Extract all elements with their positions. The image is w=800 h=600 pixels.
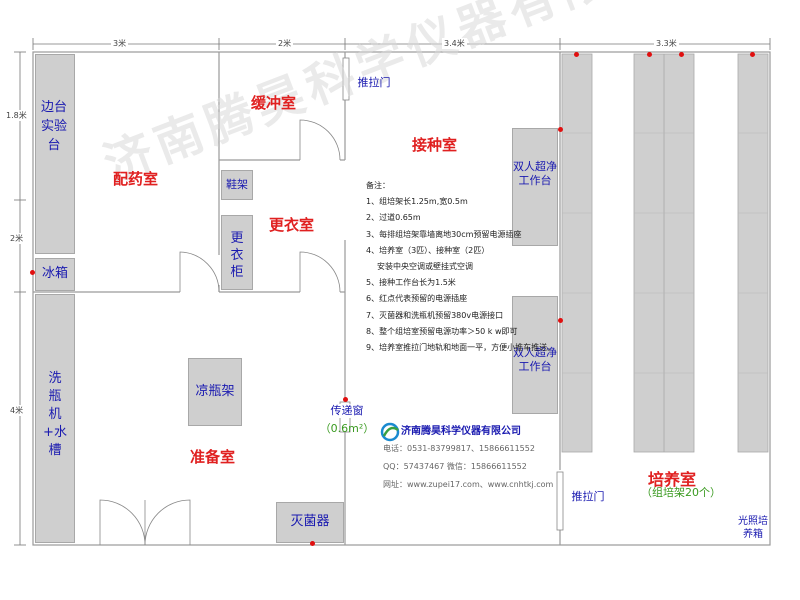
dim-left-2: 2米 (10, 233, 24, 244)
power-outlet-dot (679, 52, 684, 57)
company-web: 网址：www.zupei17.com、www.cnhtkj.com (383, 480, 554, 489)
notes: 备注： 1、组培架长1.25m,宽0.5m 2、过道0.65m 3、每排组培架靠… (366, 178, 566, 356)
note-item: 4、培养室（3匹）、接种室（2匹） (366, 245, 490, 255)
room-culture-sub: （组培架20个） (641, 486, 721, 499)
sterilizer-label: 灭菌器 (290, 514, 330, 529)
clean-bench-2 (512, 296, 558, 414)
shoe-rack (221, 170, 253, 200)
dim-top-3: 3.4米 (442, 38, 467, 49)
bench-label: 边台实验台 (40, 100, 67, 153)
note-item: 1、组培架长1.25m,宽0.5m (366, 197, 468, 207)
room-inoculation: 接种室 (412, 136, 458, 154)
bench (35, 54, 75, 254)
dim-left-1: 1.8米 (6, 110, 27, 121)
wardrobe-label: 更衣柜 (230, 231, 244, 280)
fridge (35, 258, 75, 291)
note-item: 7、灭菌器和洗瓶机预留380v电源接口 (366, 310, 504, 320)
power-outlet-dot (343, 397, 348, 402)
note-item: 5、接种工作台长为1.5米 (366, 278, 456, 288)
clean-bench-2-label: 双人超净工作台 (513, 346, 557, 373)
dim-top-2: 2米 (276, 38, 294, 49)
room-culture: 培养室 (648, 470, 697, 489)
company-qq: QQ：57437467 微信：15866611552 (383, 462, 527, 471)
power-outlet-dot (558, 127, 563, 132)
washer-label: 洗瓶机+水槽 (43, 371, 67, 458)
pass-box-label: 传递窗 (322, 404, 372, 418)
pass-box-size: （0.6m²） (319, 422, 375, 435)
fridge-label: 冰箱 (41, 266, 68, 281)
sterilizer (276, 502, 344, 543)
note-item: 安装中央空调或壁挂式空调 (377, 262, 473, 272)
washer (35, 294, 75, 543)
room-prep: 准备室 (190, 448, 236, 466)
room-pharmacy: 配药室 (113, 170, 159, 188)
power-outlet-dot (30, 270, 35, 275)
power-outlet-dot (750, 52, 755, 57)
company-info: 济南腾昊科学仪器有限公司 电话：0531-83799817、1586661155… (381, 424, 581, 494)
company-name: 济南腾昊科学仪器有限公司 (401, 426, 521, 437)
sliding-door-1-label: 推拉门 (357, 76, 391, 89)
drying-rack (188, 358, 242, 426)
dim-top-1: 3米 (111, 38, 129, 49)
sliding-door-2-label: 推拉门 (571, 490, 605, 503)
clean-bench-1-label: 双人超净工作台 (513, 160, 557, 187)
wardrobe (221, 215, 253, 290)
dim-top-4: 3.3米 (654, 38, 679, 49)
note-item: 2、过道0.65m (366, 213, 421, 223)
note-item: 6、红点代表预留的电源插座 (366, 294, 468, 304)
note-item: 9、培养室推拉门地轨和地面一平，方便小推车推送。 (366, 343, 556, 353)
shoe-rack-label: 鞋架 (226, 178, 248, 191)
room-changing: 更衣室 (269, 216, 315, 234)
power-outlet-dot (647, 52, 652, 57)
note-item: 3、每排组培架靠墙离地30cm预留电源插座 (366, 229, 522, 239)
room-buffer: 缓冲室 (251, 94, 297, 112)
dim-left-3: 4米 (10, 405, 24, 416)
power-outlet-dot (310, 541, 315, 546)
light-culture-label: 光照培养箱 (738, 516, 768, 540)
drying-rack-label: 凉瓶架 (195, 384, 235, 399)
company-phone: 电话：0531-83799817、15866611552 (383, 444, 535, 453)
power-outlet-dot (574, 52, 579, 57)
note-item: 8、整个组培室预留电源功率＞50 k w即可 (366, 326, 518, 336)
notes-title: 备注： (366, 181, 390, 190)
company-logo-icon (380, 422, 400, 442)
clean-bench-1 (512, 128, 558, 246)
power-outlet-dot (558, 318, 563, 323)
